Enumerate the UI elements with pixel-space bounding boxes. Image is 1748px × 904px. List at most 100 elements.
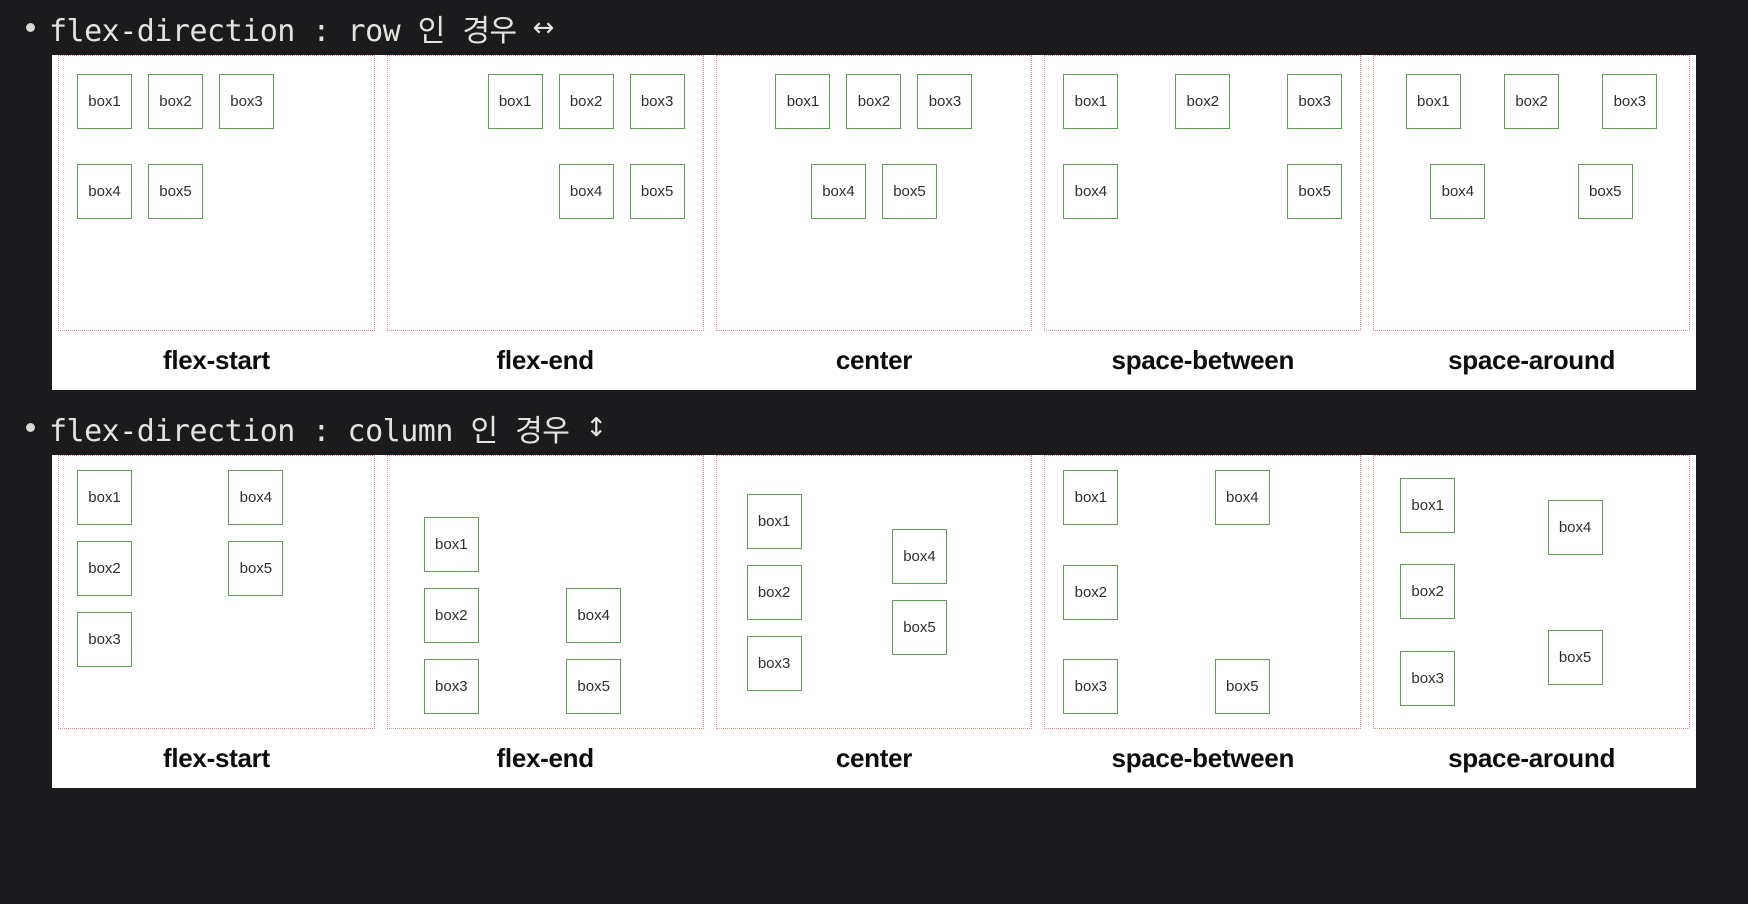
box-item[interactable]: box4 xyxy=(228,470,284,525)
column-caption-flex-start: flex-start xyxy=(162,743,270,773)
box-item[interactable]: box5 xyxy=(1214,659,1270,714)
box-item[interactable]: box1 xyxy=(1063,74,1119,129)
row-caption-center: center xyxy=(835,345,913,375)
row-demo-container-space-between: box1 box2 box3 box4 box5 xyxy=(1044,55,1362,331)
box-item[interactable]: box4 xyxy=(566,588,622,643)
box-item[interactable]: box1 xyxy=(1400,477,1456,533)
column-track-2: box4 box5 xyxy=(1191,470,1342,714)
box-item[interactable]: box4 xyxy=(77,164,132,219)
box-item[interactable]: box5 xyxy=(1287,164,1343,219)
box-item[interactable]: box5 xyxy=(566,659,622,714)
row-spacer xyxy=(406,254,685,312)
row-line-2: box4 box5 xyxy=(406,164,685,219)
box-item[interactable]: box3 xyxy=(1063,659,1119,714)
section-gap xyxy=(0,390,1748,400)
row-panel-flex-start: box1 box2 box3 box4 box5 flex-start xyxy=(52,55,381,390)
box-item[interactable]: box1 xyxy=(746,493,802,549)
column-panel-center: box1 box2 box3 box4 box5 center xyxy=(710,455,1039,788)
row-line-2: box4 box5 xyxy=(735,164,1014,219)
box-item[interactable]: box2 xyxy=(1175,74,1231,129)
row-demo-container-center: box1 box2 box3 box4 box5 xyxy=(715,55,1033,331)
bullet-dot-icon xyxy=(26,23,35,32)
box-item[interactable]: box3 xyxy=(1602,74,1658,129)
row-spacer xyxy=(77,254,356,312)
column-panel-space-around: box1 box2 box3 box4 box5 space-around xyxy=(1367,455,1696,788)
box-item[interactable]: box3 xyxy=(1400,651,1456,707)
column-track-1: box1 box2 box3 xyxy=(1392,470,1523,714)
row-caption-space-between: space-between xyxy=(1111,345,1295,375)
box-item[interactable]: box4 xyxy=(1063,164,1119,219)
heading-row-label: flex-direction : row 인 경우 xyxy=(49,13,517,49)
box-item[interactable]: box2 xyxy=(846,74,902,129)
box-item[interactable]: box4 xyxy=(558,164,614,219)
column-caption-center: center xyxy=(835,743,913,773)
heading-column-label: flex-direction : column 인 경우 xyxy=(49,413,570,449)
box-item[interactable]: box2 xyxy=(1400,564,1456,620)
box-item[interactable]: box3 xyxy=(77,612,132,667)
row-spacer xyxy=(1392,254,1671,312)
row-demo-container-space-around: box1 box2 box3 box4 box5 xyxy=(1373,55,1690,331)
box-item[interactable]: box4 xyxy=(1430,164,1486,219)
box-item[interactable]: box4 xyxy=(1547,499,1603,555)
heading-column-direction: flex-direction : column 인 경우 ↕ xyxy=(0,400,1748,455)
box-item[interactable]: box3 xyxy=(629,74,685,129)
row-demo-card: box1 box2 box3 box4 box5 flex-start b xyxy=(52,55,1696,390)
box-item[interactable]: box1 xyxy=(423,517,479,572)
row-line-2: box4 box5 xyxy=(1063,164,1343,219)
box-item[interactable]: box1 xyxy=(1405,74,1461,129)
box-item[interactable]: box4 xyxy=(1214,470,1270,525)
row-line-2: box4 box5 xyxy=(1392,164,1671,219)
row-line-1: box1 box2 box3 xyxy=(1392,74,1671,129)
row-panel-space-between: box1 box2 box3 box4 box5 space-between xyxy=(1038,55,1367,390)
column-track-1: box1 box2 box3 xyxy=(735,470,868,714)
row-spacer xyxy=(1063,254,1342,312)
heading-row-direction: flex-direction : row 인 경우 ↔ xyxy=(0,0,1748,55)
box-item[interactable]: box3 xyxy=(423,659,479,714)
row-panel-center: box1 box2 box3 box4 box5 center xyxy=(710,55,1039,390)
box-item[interactable]: box1 xyxy=(1063,470,1119,525)
box-item[interactable]: box2 xyxy=(77,541,132,596)
row-spacer xyxy=(735,254,1014,312)
box-item[interactable]: box5 xyxy=(1547,629,1603,685)
box-item[interactable]: box2 xyxy=(148,74,203,129)
row-line-2: box4 box5 xyxy=(77,164,356,219)
box-item[interactable]: box3 xyxy=(219,74,274,129)
row-panel-flex-end: box1 box2 box3 box4 box5 flex-end xyxy=(381,55,710,390)
row-caption-flex-end: flex-end xyxy=(496,345,595,375)
column-panels: box1 box2 box3 box4 box5 flex-start box1 xyxy=(52,455,1696,788)
bullet-dot-icon xyxy=(26,423,35,432)
row-caption-space-around: space-around xyxy=(1448,345,1616,375)
box-item[interactable]: box5 xyxy=(629,164,685,219)
column-caption-flex-end: flex-end xyxy=(496,743,595,773)
box-item[interactable]: box2 xyxy=(423,588,479,643)
box-item[interactable]: box5 xyxy=(891,600,947,655)
box-item[interactable]: box4 xyxy=(891,529,947,584)
box-item[interactable]: box1 xyxy=(775,74,831,129)
box-item[interactable]: box1 xyxy=(487,74,543,129)
box-item[interactable]: box5 xyxy=(881,164,937,219)
box-item[interactable]: box5 xyxy=(148,164,203,219)
box-item[interactable]: box2 xyxy=(1504,74,1560,129)
box-item[interactable]: box2 xyxy=(746,564,802,620)
box-item[interactable]: box4 xyxy=(810,164,866,219)
box-item[interactable]: box5 xyxy=(1577,164,1633,219)
column-track-2: box4 box5 xyxy=(868,470,1013,714)
column-demo-container-flex-start: box1 box2 box3 box4 box5 xyxy=(58,455,375,729)
column-caption-space-around: space-around xyxy=(1448,743,1616,773)
box-item[interactable]: box2 xyxy=(558,74,614,129)
box-item[interactable]: box1 xyxy=(77,74,132,129)
column-panel-flex-start: box1 box2 box3 box4 box5 flex-start xyxy=(52,455,381,788)
box-item[interactable]: box3 xyxy=(917,74,973,129)
box-item[interactable]: box3 xyxy=(746,635,802,691)
column-track-2: box4 box5 xyxy=(204,470,355,714)
column-demo-container-flex-end: box1 box2 box3 box4 box5 xyxy=(386,455,704,729)
box-item[interactable]: box2 xyxy=(1063,564,1119,620)
up-down-arrow-icon: ↕ xyxy=(585,412,607,443)
column-track-1: box1 box2 box3 xyxy=(1063,470,1190,714)
row-panel-space-around: box1 box2 box3 box4 box5 space-around xyxy=(1367,55,1696,390)
box-item[interactable]: box1 xyxy=(77,470,132,525)
box-item[interactable]: box3 xyxy=(1287,74,1343,129)
row-caption-flex-start: flex-start xyxy=(162,345,270,375)
box-item[interactable]: box5 xyxy=(228,541,284,596)
